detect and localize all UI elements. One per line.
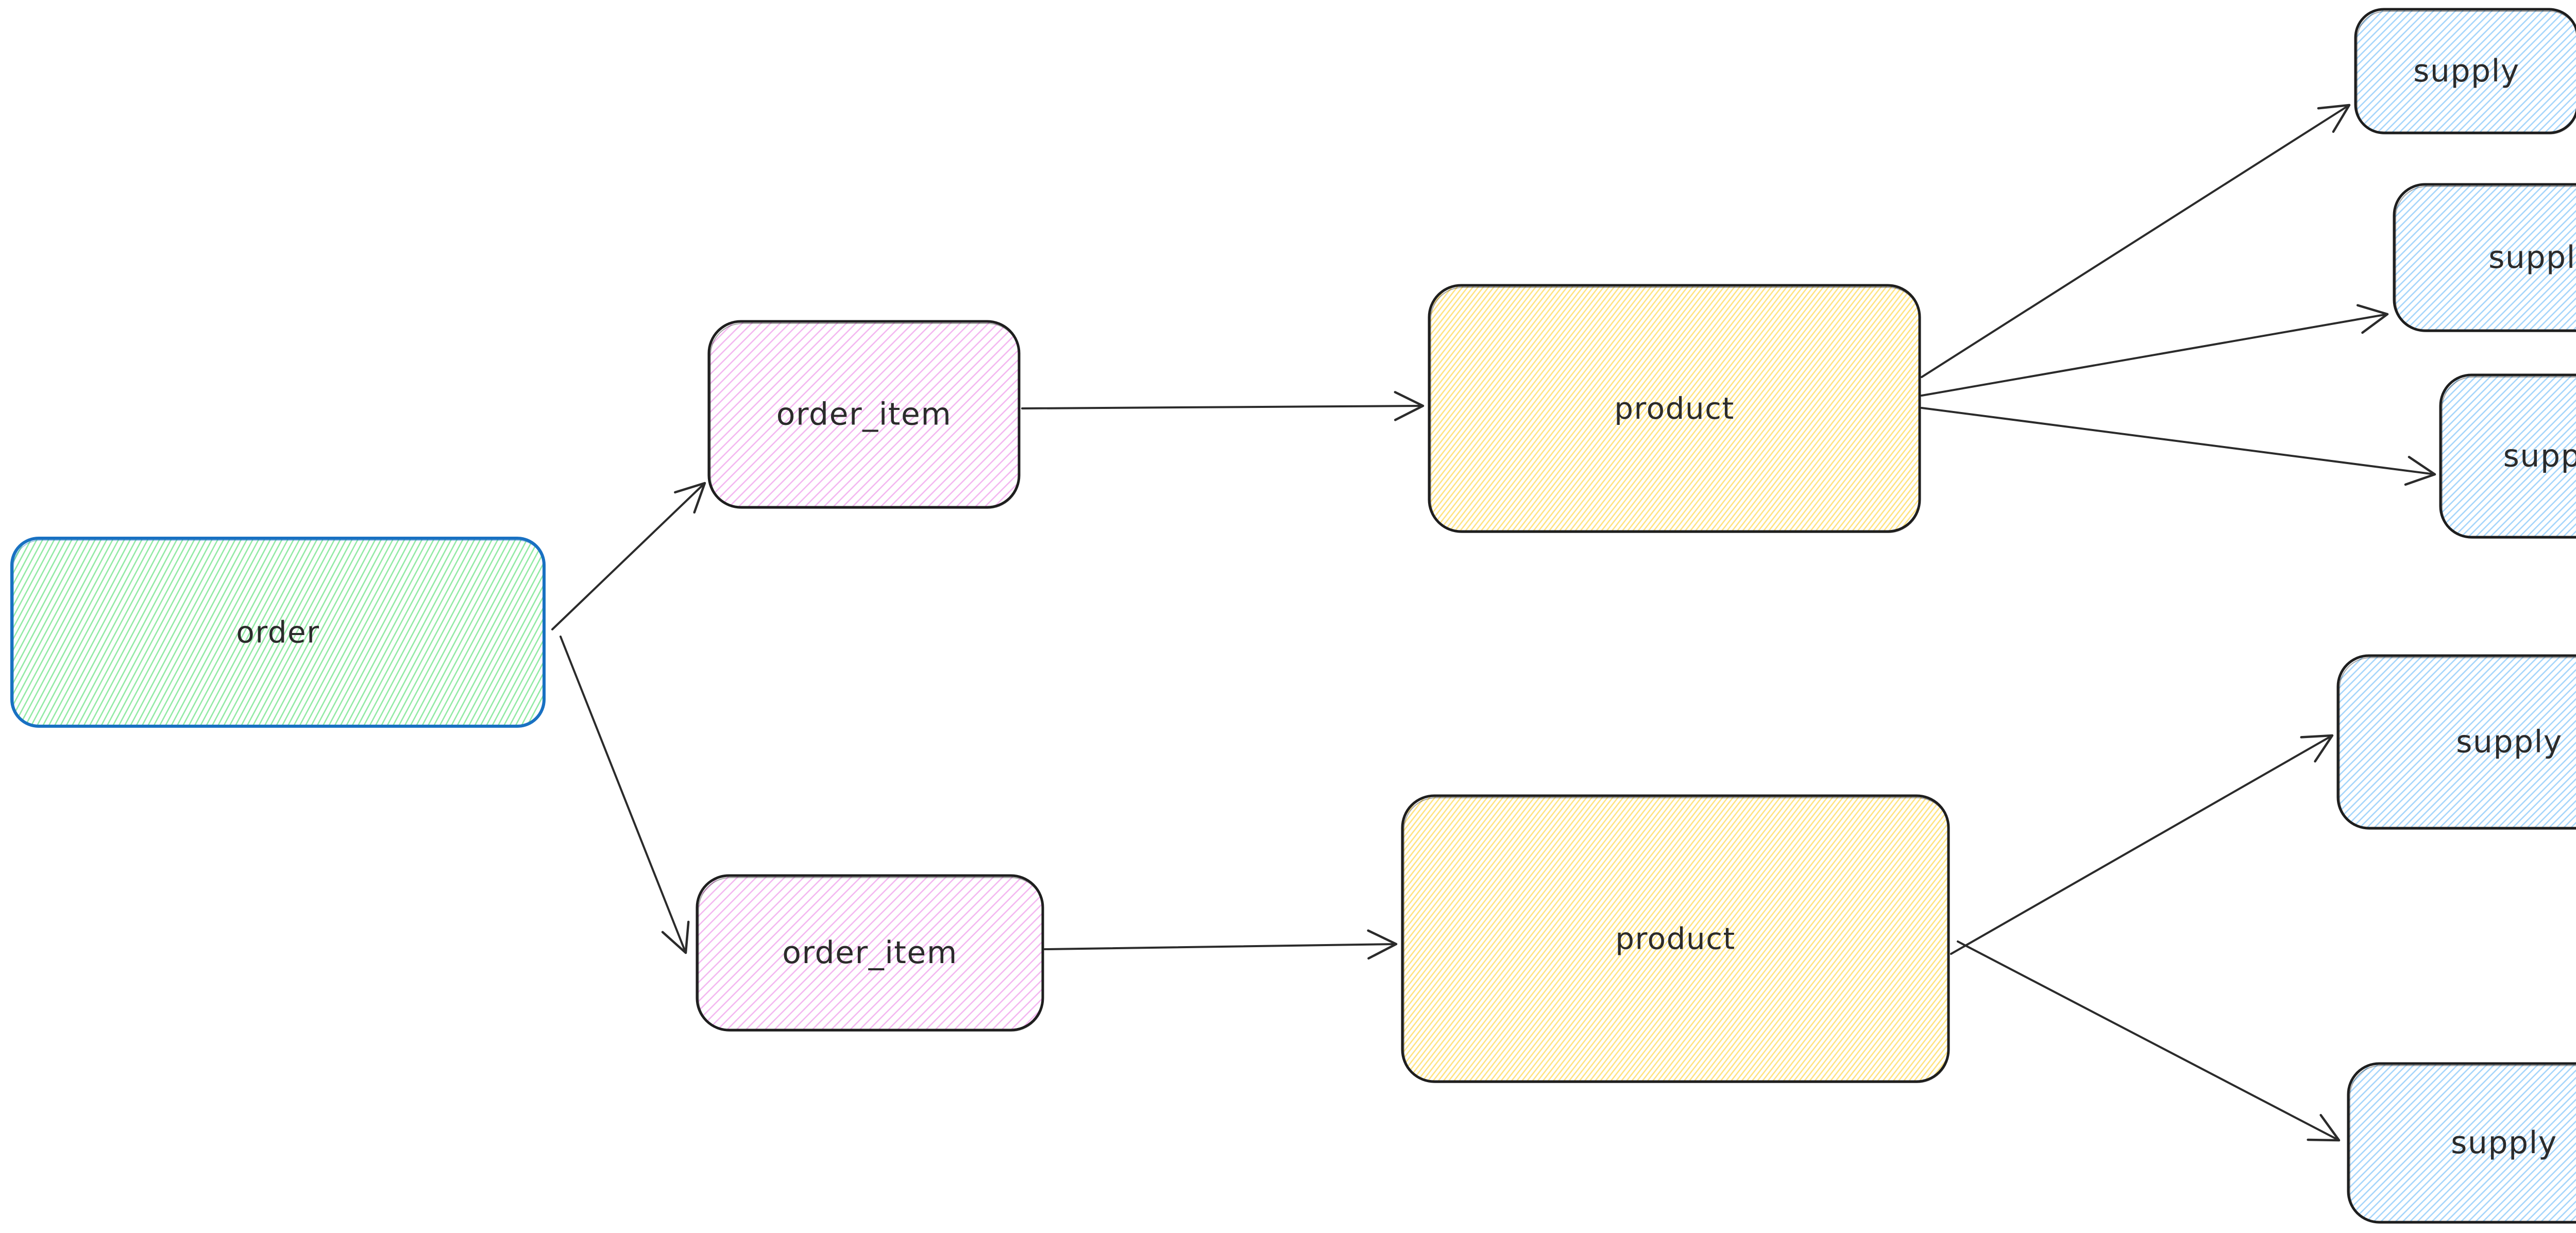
node-shape (2439, 373, 2576, 539)
arrow-order-item-2-to-product-2[interactable] (1044, 929, 1398, 960)
node-label: product (1615, 921, 1736, 956)
node-label: supply (2488, 239, 2576, 276)
node-shape (2354, 8, 2576, 134)
node-supply-4[interactable]: supply (2336, 654, 2576, 830)
node-label: order_item (776, 397, 952, 433)
arrow-order-to-order-item-2[interactable] (560, 636, 690, 954)
node-label: order (236, 615, 319, 650)
node-label: supply (2503, 438, 2576, 474)
node-label: supply (2456, 724, 2563, 760)
arrow-product-1-to-supply-1[interactable] (1921, 104, 2351, 378)
node-shape (2393, 183, 2576, 332)
node-order[interactable]: order (10, 537, 546, 728)
node-label: product (1614, 391, 1735, 426)
node-supply-3[interactable]: supply (2439, 373, 2576, 539)
node-label: order_item (782, 935, 958, 971)
arrow-order-to-order-item-1[interactable] (551, 482, 706, 630)
node-supply-5[interactable]: supply (2347, 1062, 2576, 1224)
node-shape (2336, 654, 2576, 830)
node-shape (696, 874, 1044, 1032)
node-shape (1401, 794, 1950, 1083)
node-shape (2347, 1062, 2576, 1224)
node-order-item-2[interactable]: order_item (696, 874, 1044, 1032)
node-shape (10, 537, 546, 728)
node-product-1[interactable]: product (1428, 284, 1921, 533)
arrow-product-1-to-supply-3[interactable] (1921, 407, 2436, 486)
node-supply-1[interactable]: supply (2354, 8, 2576, 134)
arrow-product-2-to-supply-4[interactable] (1950, 734, 2334, 955)
node-product-2[interactable]: product (1401, 794, 1950, 1083)
arrow-product-2-to-supply-5[interactable] (1957, 940, 2341, 1142)
node-shape (707, 320, 1021, 509)
node-label: supply (2413, 53, 2520, 89)
node-order-item-1[interactable]: order_item (707, 320, 1021, 509)
arrow-product-1-to-supply-2[interactable] (1921, 304, 2389, 397)
arrow-order-item-1-to-product-1[interactable] (1021, 391, 1425, 421)
node-supply-2[interactable]: supply (2393, 183, 2576, 332)
node-shape (1428, 284, 1921, 533)
node-label: supply (2451, 1125, 2557, 1161)
